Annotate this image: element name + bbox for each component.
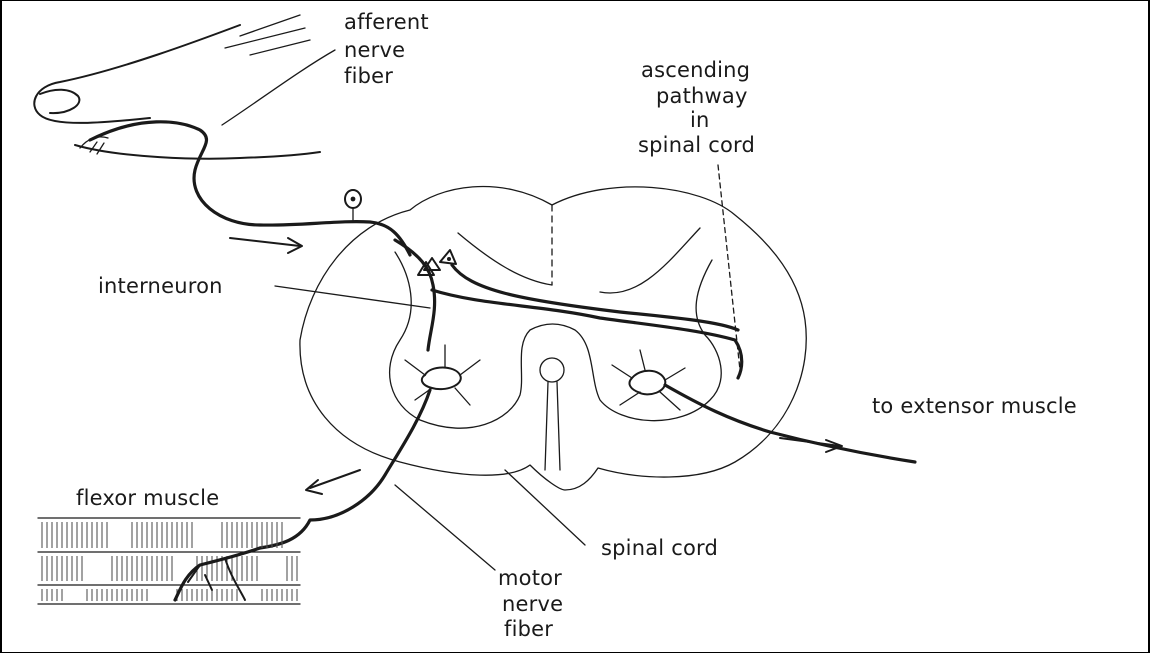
label-flexor: flexor muscle: [76, 486, 219, 511]
motor-neuron-left: [405, 345, 480, 405]
label-motor: motor: [498, 566, 562, 591]
label-in: in: [690, 108, 710, 133]
label-extensor: to extensor muscle: [872, 394, 1077, 419]
label-motor-nerve: nerve: [502, 592, 563, 617]
motor-neuron-right: [612, 350, 685, 410]
label-interneuron: interneuron: [98, 274, 223, 299]
leader-interneuron: [275, 286, 430, 308]
leader-spinal-cord: [505, 470, 585, 545]
label-afferent-fiber: fiber: [344, 64, 393, 89]
leader-afferent: [222, 50, 335, 125]
label-afferent-nerve: nerve: [344, 38, 405, 63]
leader-motor-nerve: [395, 485, 495, 570]
label-motor-fiber: fiber: [504, 617, 553, 642]
ganglion-cell-icon: [345, 190, 361, 220]
label-ascending: ascending: [641, 58, 750, 83]
label-spinal-cord-bottom: spinal cord: [601, 536, 718, 561]
label-afferent: afferent: [344, 10, 429, 35]
label-spinal-cord-top: spinal cord: [638, 133, 755, 158]
motor-nerve-path: [260, 390, 430, 548]
afferent-nerve-path: [90, 122, 410, 255]
label-pathway: pathway: [656, 84, 748, 109]
flexor-muscle-illustration: [38, 518, 300, 604]
